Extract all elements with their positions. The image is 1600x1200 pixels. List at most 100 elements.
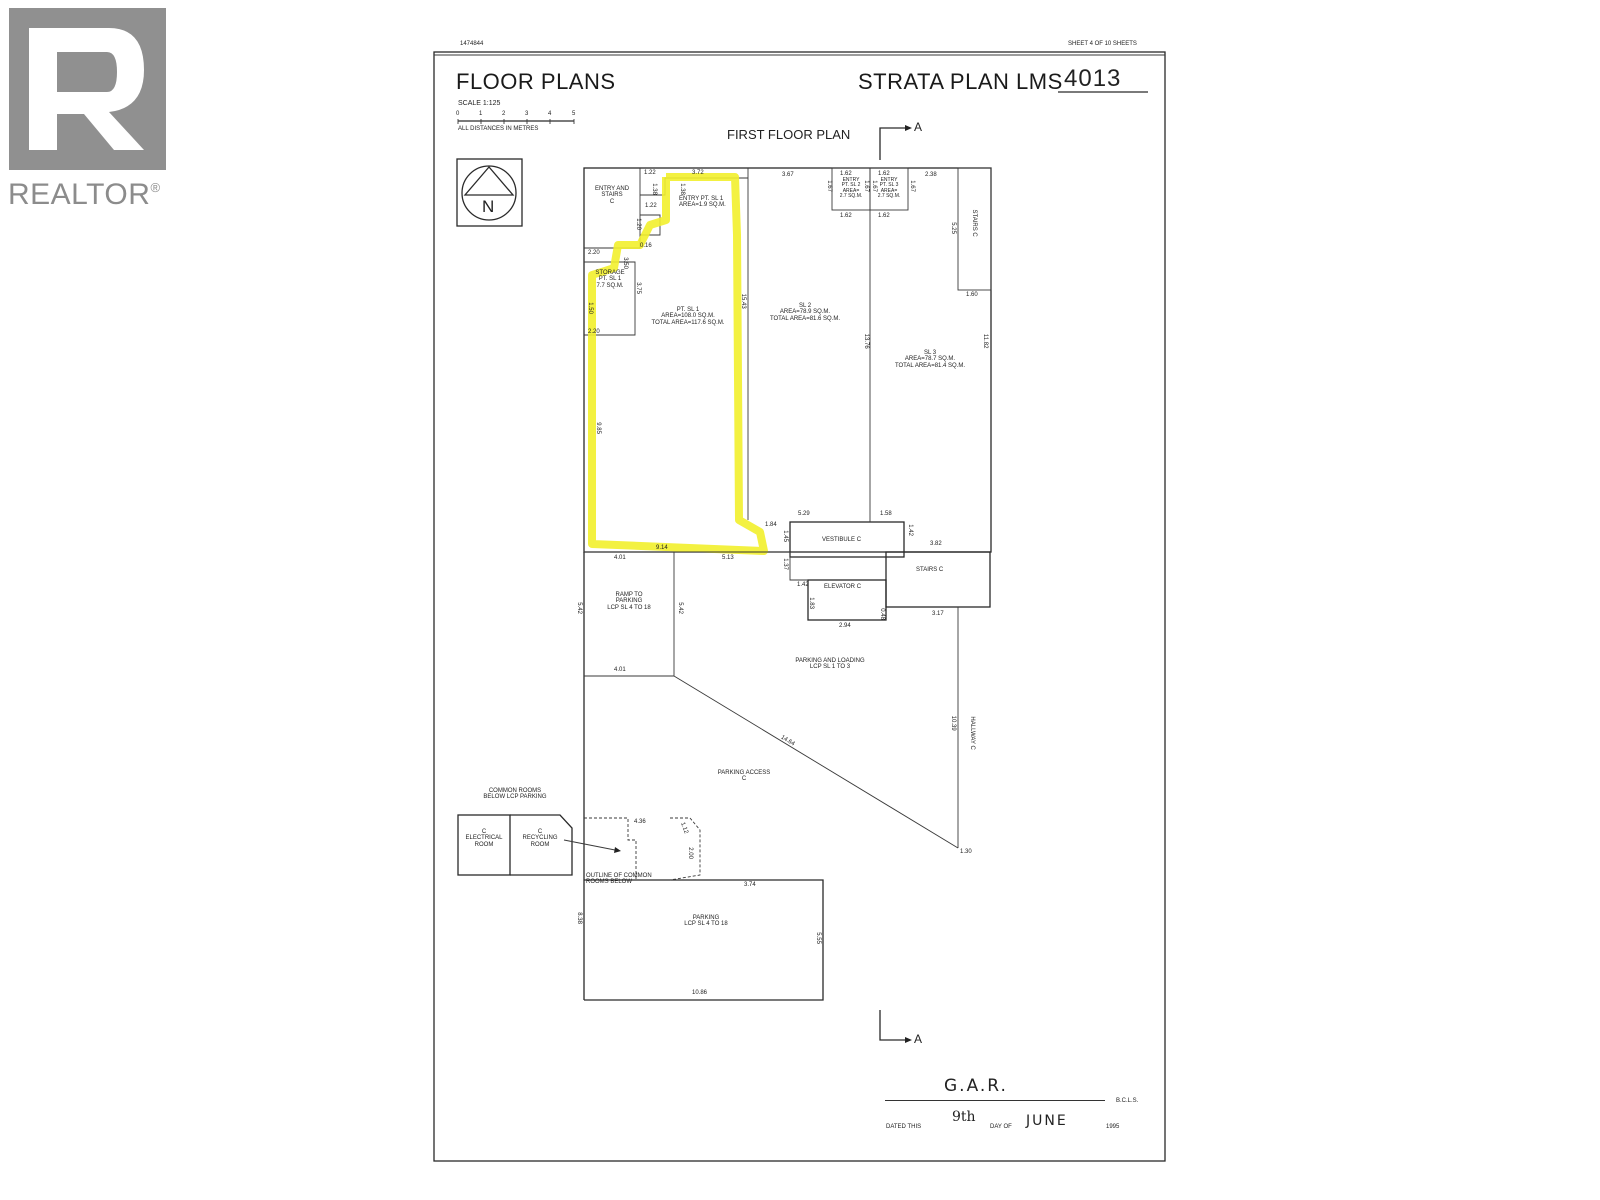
- dimension-label: 3.17: [932, 611, 944, 617]
- first-floor-plan-title: FIRST FLOOR PLAN: [727, 127, 851, 142]
- dimension-label: 2.00: [687, 847, 694, 859]
- dimension-label: 3.67: [782, 172, 794, 178]
- surveyor-initials: G.A.R.: [944, 1076, 1008, 1096]
- dimension-label: 1.45: [782, 530, 789, 542]
- sl1-highlight: [588, 173, 768, 555]
- sheet-label: SHEET 4 OF 10 SHEETS: [1068, 41, 1137, 47]
- dimension-label: 0.16: [640, 243, 652, 249]
- realtor-wordmark: REALTOR®: [8, 178, 161, 211]
- dimension-label: 1.38: [679, 183, 686, 195]
- scale-tick: 0: [456, 111, 460, 117]
- realtor-logo: REALTOR®: [8, 8, 184, 213]
- sheet-border: [433, 51, 1166, 1162]
- dimension-label: 4.01: [614, 667, 626, 673]
- dimension-label: 1.37: [782, 558, 789, 570]
- dimension-label: 1.62: [840, 171, 852, 177]
- dimension-label: 1.58: [880, 511, 892, 517]
- dimension-label: 10.39: [950, 715, 957, 731]
- dimension-label: 2.20: [588, 329, 600, 335]
- dimension-label: 1.67: [826, 180, 833, 192]
- signature-day: 9th: [952, 1109, 976, 1125]
- dimension-label: 1.67: [863, 180, 870, 192]
- scale-label: SCALE 1:125: [458, 100, 501, 107]
- ref-number: 1474844: [460, 41, 484, 47]
- dimension-label: 1.67: [871, 180, 878, 192]
- dimension-label: 5.42: [576, 602, 583, 614]
- signature-year: 1995: [1106, 1124, 1120, 1130]
- floor-plans-title: FLOOR PLANS: [456, 69, 616, 94]
- section-marker-top: A: [914, 120, 923, 134]
- scale-tick: 5: [572, 111, 576, 117]
- room-stairs-right: STAIRS C: [971, 209, 978, 237]
- dimension-label: 8.38: [576, 912, 583, 924]
- dimension-label: 1.42: [797, 582, 809, 588]
- bcls-label: B.C.L.S.: [1116, 1098, 1139, 1104]
- dimension-label: 3.74: [744, 882, 756, 888]
- signature-line: [885, 1100, 1105, 1101]
- north-arrow-icon: [456, 158, 523, 227]
- room-vestibule: VESTIBULE C: [822, 537, 862, 543]
- dimension-label: 1.42: [907, 524, 914, 536]
- dimension-label: 5.42: [677, 602, 684, 614]
- scale-tick: 1: [479, 111, 483, 117]
- dated-label: DATED THIS: [886, 1124, 922, 1130]
- dimension-label: 1.20: [635, 218, 642, 230]
- dimension-label: 10.86: [692, 990, 708, 996]
- dimension-label: 5.55: [815, 932, 822, 944]
- dimension-label: 13.76: [863, 333, 870, 349]
- dimension-label: 5.13: [722, 555, 734, 561]
- dimension-label: 1.83: [808, 597, 815, 609]
- dimension-label: 3.75: [635, 282, 642, 294]
- dimension-label: 0.48: [879, 608, 886, 620]
- scale-tick: 4: [548, 111, 552, 117]
- dimension-label: 15.43: [740, 293, 747, 309]
- dimension-label: 5.29: [798, 511, 810, 517]
- north-label: N: [482, 197, 495, 216]
- dimension-label: 3.72: [692, 170, 704, 176]
- dimension-label: 1.62: [878, 213, 890, 219]
- day-of-label: DAY OF: [990, 1124, 1012, 1130]
- dimension-label: 1.38: [651, 183, 658, 195]
- dimension-label: 4.01: [614, 555, 626, 561]
- scale-bar: [457, 119, 575, 124]
- dimension-label: 3.82: [930, 541, 942, 547]
- dimension-label: 1.60: [966, 292, 978, 298]
- dimension-label: 2.38: [925, 172, 937, 178]
- section-marker-bottom: A: [914, 1032, 923, 1046]
- dimension-label: 1.30: [960, 849, 972, 855]
- dimension-label: 1.62: [878, 171, 890, 177]
- dimension-label: 1.50: [587, 302, 594, 314]
- dimension-label: 1.62: [840, 213, 852, 219]
- dimension-label: 1.67: [909, 180, 916, 192]
- dimension-label: 9.14: [656, 545, 668, 551]
- scale-tick: 3: [525, 111, 529, 117]
- dimension-label: 2.94: [839, 623, 851, 629]
- dimension-label: 4.36: [634, 819, 646, 825]
- distances-note: ALL DISTANCES IN METRES: [458, 126, 539, 132]
- dimension-label: 1.22: [645, 203, 657, 209]
- scale-tick: 2: [502, 111, 506, 117]
- strata-plan-title: STRATA PLAN LMS: [858, 69, 1063, 94]
- realtor-r-mark-icon: [9, 8, 166, 170]
- room-stairs-lower: STAIRS C: [916, 567, 944, 573]
- dimension-label: 11.82: [982, 333, 989, 349]
- dimension-label: 1.84: [765, 522, 777, 528]
- room-hallway: HALLWAY C: [969, 716, 976, 750]
- dimension-label: 5.25: [950, 222, 957, 234]
- room-elevator: ELEVATOR C: [824, 584, 862, 590]
- dimension-label: 9.85: [595, 422, 602, 434]
